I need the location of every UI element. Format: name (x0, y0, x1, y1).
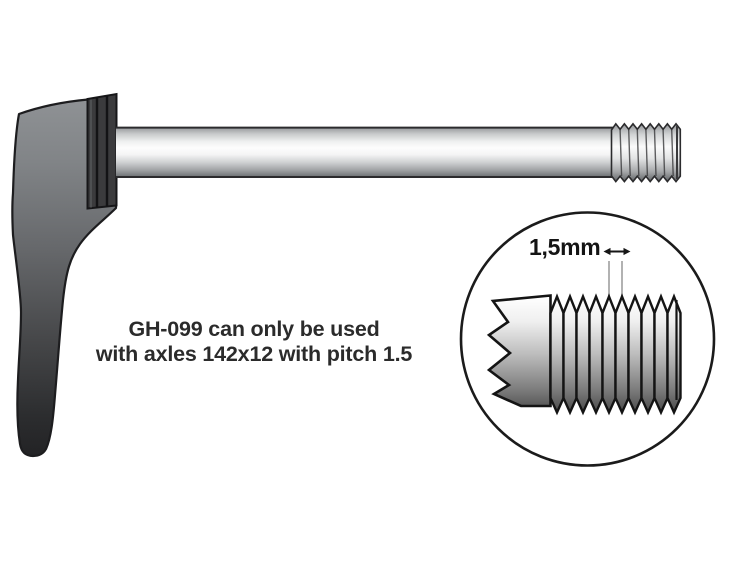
thread-tooth (588, 293, 604, 416)
axle-threads (610, 122, 682, 183)
thread-tooth (653, 293, 669, 416)
axle-shaft (116, 126, 613, 178)
thread-tooth (666, 293, 682, 416)
axle-head (86, 92, 118, 210)
caption: GH-099 can only be used with axles 142x1… (75, 317, 433, 367)
caption-line-1: GH-099 can only be used (128, 317, 380, 341)
thread-tooth (562, 293, 578, 416)
thru-axle-illustration (11, 92, 682, 458)
thread-tooth (627, 293, 643, 416)
thread-tooth (575, 293, 591, 416)
thread-tooth (614, 293, 630, 416)
thread-tooth (549, 293, 565, 416)
caption-line-2: with axles 142x12 with pitch 1.5 (95, 341, 413, 366)
left-right-arrow-icon (603, 247, 631, 256)
pitch-measurement-label: 1,5mm (529, 234, 601, 260)
thread-flank-lines (619, 129, 674, 177)
thread-tooth (640, 293, 656, 416)
thread-detail-teeth (549, 293, 682, 416)
detail-callout (459, 211, 716, 467)
thread-tooth (601, 293, 617, 416)
thread-detail-shaft (486, 294, 552, 408)
pitch-indicator-lines (608, 261, 623, 299)
